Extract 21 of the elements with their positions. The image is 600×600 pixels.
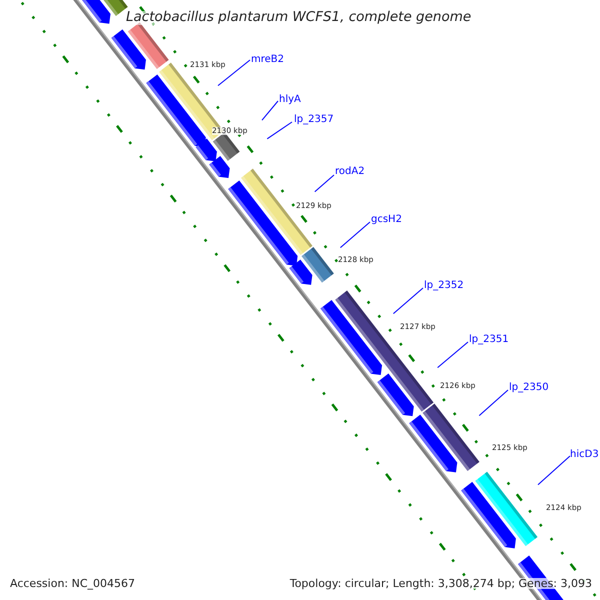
- leader-line: [262, 100, 278, 121]
- gene-label: lp_2357: [294, 115, 334, 125]
- gene-label: hlyA: [279, 95, 301, 105]
- leader-line: [266, 122, 292, 140]
- gene-label: rodA2: [335, 167, 365, 177]
- leader-line: [392, 288, 424, 314]
- title-text: Lactobacillus plantarum WCFS1, complete genome: [126, 11, 472, 24]
- info-text: Topology: circular; Length: 3,308,274 bp; Genes: 3,093: [290, 578, 592, 589]
- gene-label: gcsH2: [371, 215, 402, 225]
- leader-line: [218, 60, 250, 86]
- leader-line: [340, 222, 370, 248]
- gene-label: lp_2351: [469, 335, 509, 345]
- info-text: Accession: NC_004567: [10, 578, 136, 589]
- leader-line: [314, 174, 334, 192]
- leader-line: [437, 342, 468, 368]
- leader-line: [538, 456, 570, 486]
- leader-line: [478, 390, 508, 416]
- gene-label: hicD3: [570, 450, 599, 460]
- gene-label: lp_2352: [424, 281, 464, 291]
- gene-label: mreB2: [251, 55, 284, 65]
- gene-label: lp_2350: [509, 383, 549, 393]
